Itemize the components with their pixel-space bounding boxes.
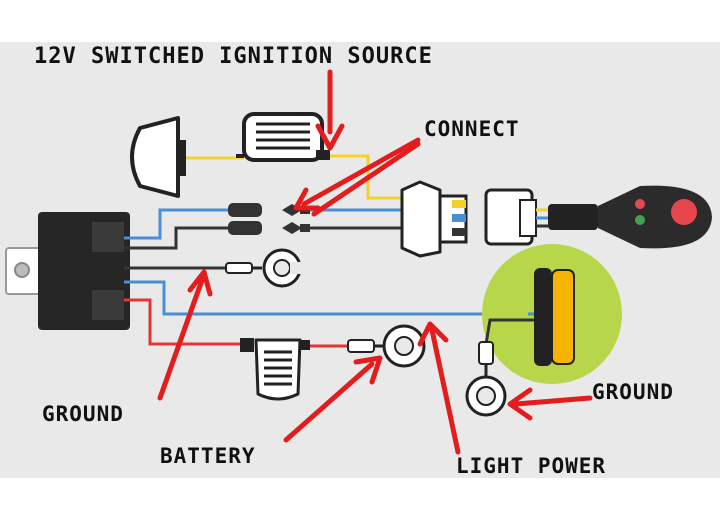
fuse-holder-icon xyxy=(236,112,330,162)
arrow-ground-left xyxy=(157,277,205,401)
arrow-battery xyxy=(283,361,375,443)
arrow-ground-right-head xyxy=(507,387,533,421)
arrow-light-power-head xyxy=(417,321,449,347)
arrow-connect-1-head xyxy=(293,187,321,211)
relay-icon xyxy=(5,212,130,330)
arrow-ground-right xyxy=(513,395,593,407)
fork-terminal-icon xyxy=(225,248,310,288)
arrow-light-power xyxy=(429,327,461,455)
ground-label-right: GROUND xyxy=(592,380,674,404)
light-power-label: LIGHT POWER xyxy=(456,454,607,478)
arrow-ignition-head xyxy=(315,123,345,151)
arrow-ground-left-head xyxy=(187,269,213,297)
ground-label-left: GROUND xyxy=(42,402,124,426)
spade-connector-icon xyxy=(228,203,310,235)
arrow-battery-head xyxy=(353,355,383,385)
connect-label: CONNECT xyxy=(424,117,520,141)
wiring-harness-plug-icon xyxy=(400,180,548,258)
ignition-source-label: 12V SWITCHED IGNITION SOURCE xyxy=(34,44,433,69)
headlight-icon xyxy=(130,116,244,198)
annotation-arrows xyxy=(157,69,593,455)
arrow-connect-1 xyxy=(301,137,421,207)
ring-terminal-icon xyxy=(465,341,507,417)
battery-ring-terminal-icon xyxy=(347,324,426,368)
arrow-connect-2 xyxy=(311,141,421,217)
battery-label: BATTERY xyxy=(160,444,256,468)
battery-fuse-holder-icon xyxy=(240,338,348,401)
led-light-bar-icon xyxy=(482,244,622,384)
rocker-switch-icon xyxy=(548,185,712,249)
